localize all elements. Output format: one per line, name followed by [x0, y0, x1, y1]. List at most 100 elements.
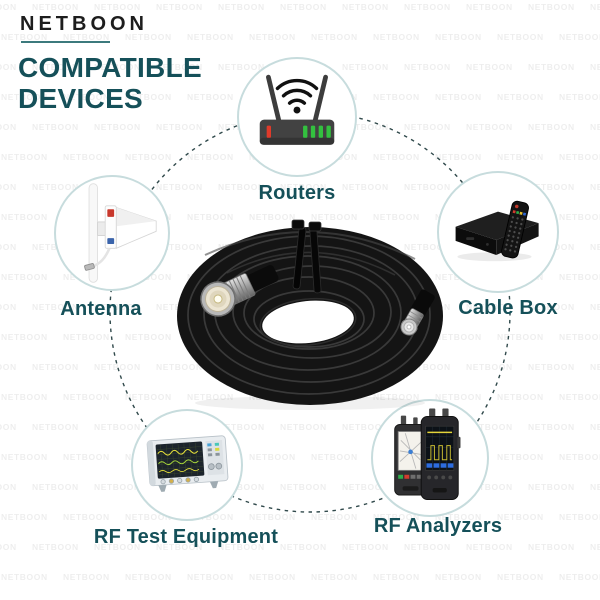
- watermark-text: NETBOON: [342, 422, 389, 432]
- watermark-text: NETBOON: [0, 542, 17, 552]
- watermark-text: NETBOON: [528, 122, 575, 132]
- device-node-cable-box: [437, 171, 559, 293]
- watermark-text: NETBOON: [590, 2, 600, 12]
- watermark-text: NETBOON: [94, 542, 141, 552]
- brand-logo: NETBOON: [20, 13, 148, 35]
- watermark-text: NETBOON: [373, 92, 420, 102]
- watermark-text: NETBOON: [94, 302, 141, 312]
- watermark-text: NETBOON: [373, 572, 420, 582]
- watermark-text: NETBOON: [0, 362, 17, 372]
- watermark-text: NETBOON: [32, 422, 79, 432]
- watermark-text: NETBOON: [466, 542, 513, 552]
- watermark-text: NETBOON: [311, 512, 358, 522]
- watermark-text: NETBOON: [125, 92, 172, 102]
- device-node-antenna: [54, 175, 170, 291]
- watermark-text: NETBOON: [497, 332, 544, 342]
- watermark-text: NETBOON: [466, 122, 513, 132]
- watermark-text: NETBOON: [497, 512, 544, 522]
- watermark-text: NETBOON: [311, 572, 358, 582]
- watermark-text: NETBOON: [156, 242, 203, 252]
- watermark-text: NETBOON: [0, 482, 17, 492]
- watermark-text: NETBOON: [1, 92, 48, 102]
- watermark-text: NETBOON: [0, 242, 17, 252]
- watermark-text: NETBOON: [497, 452, 544, 462]
- watermark-text: NETBOON: [280, 182, 327, 192]
- watermark-text: NETBOON: [466, 62, 513, 72]
- watermark-text: NETBOON: [156, 542, 203, 552]
- watermark-text: NETBOON: [373, 512, 420, 522]
- watermark-text: NETBOON: [32, 542, 79, 552]
- watermark-text: NETBOON: [311, 452, 358, 462]
- watermark-text: NETBOON: [528, 62, 575, 72]
- watermark-text: NETBOON: [125, 332, 172, 342]
- watermark-text: NETBOON: [156, 122, 203, 132]
- watermark-text: NETBOON: [528, 422, 575, 432]
- watermark-text: NETBOON: [125, 152, 172, 162]
- watermark-text: NETBOON: [187, 512, 234, 522]
- watermark-text: NETBOON: [0, 2, 17, 12]
- watermark-text: NETBOON: [249, 452, 296, 462]
- watermark-text: NETBOON: [1, 32, 48, 42]
- label-antenna: Antenna: [60, 298, 142, 320]
- watermark-text: NETBOON: [218, 422, 265, 432]
- watermark-text: NETBOON: [342, 122, 389, 132]
- watermark-text: NETBOON: [590, 302, 600, 312]
- watermark-text: NETBOON: [1, 452, 48, 462]
- watermark-text: NETBOON: [559, 392, 600, 402]
- watermark-text: NETBOON: [187, 92, 234, 102]
- watermark-text: NETBOON: [373, 212, 420, 222]
- watermark-text: NETBOON: [218, 482, 265, 492]
- watermark-text: NETBOON: [125, 32, 172, 42]
- analyzer-left-unit: [394, 415, 427, 496]
- watermark-text: NETBOON: [32, 122, 79, 132]
- watermark-text: NETBOON: [249, 512, 296, 522]
- watermark-text: NETBOON: [404, 2, 451, 12]
- watermark-text: NETBOON: [342, 482, 389, 492]
- watermark-text: NETBOON: [280, 542, 327, 552]
- label-rf-analyzers: RF Analyzers: [373, 515, 503, 537]
- watermark-text: NETBOON: [1, 512, 48, 522]
- label-routers: Routers: [258, 182, 336, 204]
- watermark-text: NETBOON: [249, 32, 296, 42]
- watermark-text: NETBOON: [63, 572, 110, 582]
- handheld-rf-analyzer-icon: [394, 408, 461, 500]
- watermark-text: NETBOON: [94, 422, 141, 432]
- watermark-text: NETBOON: [590, 482, 600, 492]
- brand-underline: [21, 41, 110, 43]
- watermark-text: NETBOON: [32, 2, 79, 12]
- watermark-text: NETBOON: [559, 272, 600, 282]
- watermark-text: NETBOON: [63, 152, 110, 162]
- watermark-text: NETBOON: [559, 572, 600, 582]
- watermark-text: NETBOON: [559, 512, 600, 522]
- device-node-routers: [237, 57, 357, 177]
- set-top-box-with-remote-icon: [455, 200, 539, 262]
- page-title-line1: COMPATIBLE: [18, 52, 202, 83]
- watermark-text: NETBOON: [404, 242, 451, 252]
- watermark-text: NETBOON: [187, 32, 234, 42]
- watermark-text: NETBOON: [94, 62, 141, 72]
- watermark-text: NETBOON: [63, 512, 110, 522]
- watermark-text: NETBOON: [373, 392, 420, 402]
- watermark-text: NETBOON: [590, 422, 600, 432]
- watermark-text: NETBOON: [497, 392, 544, 402]
- watermark-text: NETBOON: [590, 542, 600, 552]
- watermark-text: NETBOON: [125, 392, 172, 402]
- watermark-text: NETBOON: [0, 422, 17, 432]
- watermark-text: NETBOON: [32, 302, 79, 312]
- watermark-text: NETBOON: [311, 212, 358, 222]
- page-title: COMPATIBLE DEVICES: [18, 52, 202, 114]
- watermark-text: NETBOON: [342, 182, 389, 192]
- watermark-text: NETBOON: [590, 242, 600, 252]
- watermark-text: NETBOON: [497, 32, 544, 42]
- watermark-text: NETBOON: [404, 62, 451, 72]
- watermark-text: NETBOON: [342, 62, 389, 72]
- watermark-text: NETBOON: [528, 482, 575, 492]
- watermark-text: NETBOON: [156, 362, 203, 372]
- watermark-text: NETBOON: [559, 332, 600, 342]
- watermark-text: NETBOON: [63, 92, 110, 102]
- watermark-text: NETBOON: [528, 182, 575, 192]
- watermark-text: NETBOON: [280, 482, 327, 492]
- device-node-rf-test-equipment: [131, 409, 243, 521]
- watermark-text: NETBOON: [32, 182, 79, 192]
